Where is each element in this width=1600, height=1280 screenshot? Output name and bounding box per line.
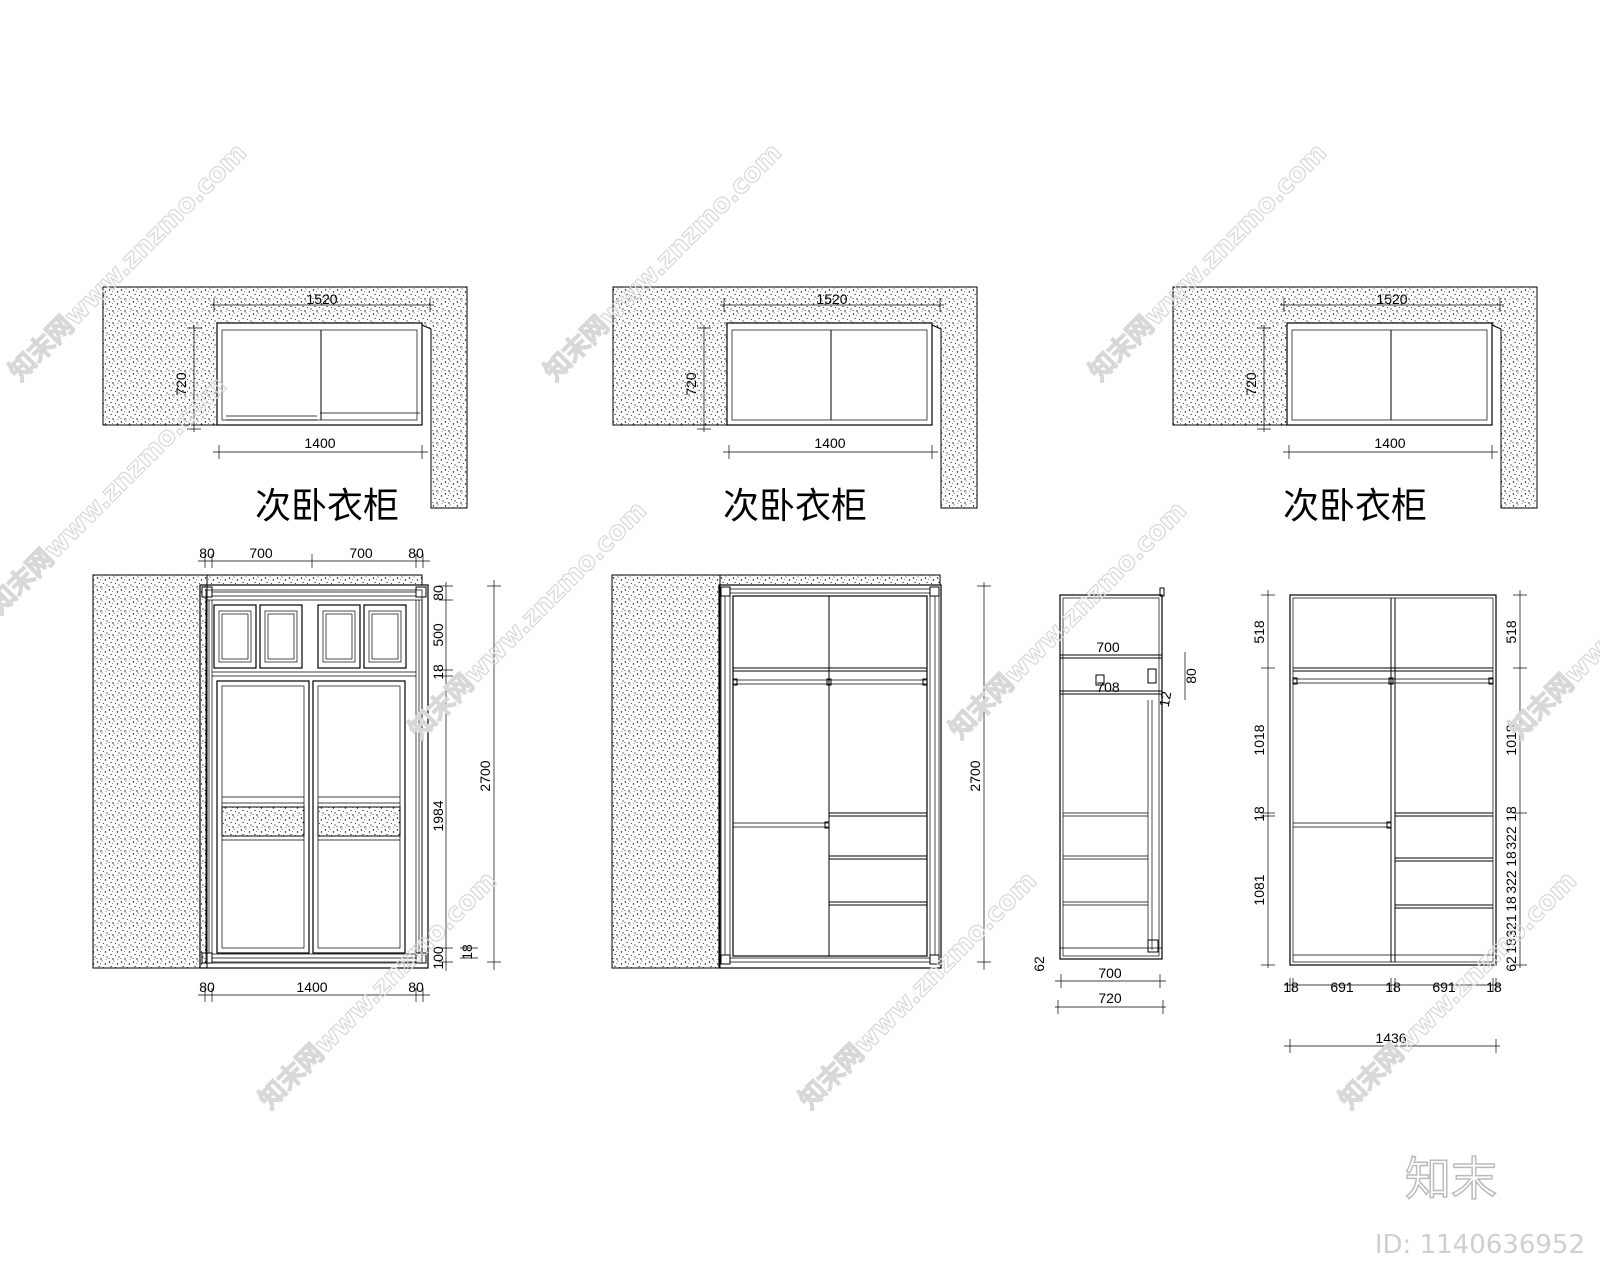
int-bottom-dim-4: 691 <box>1432 979 1456 995</box>
plan1-depth: 720 <box>173 372 189 396</box>
watermark-8: 知末网www.znzmo.com <box>254 866 503 1115</box>
doors-right-dim-5: 100 <box>430 946 446 970</box>
int-bottom-dim-2: 691 <box>1330 979 1354 995</box>
int-left-dim-2: 1018 <box>1251 724 1267 755</box>
doors-right-dim-2: 500 <box>430 623 446 647</box>
doors-top-dim-1: 80 <box>199 545 215 561</box>
plan3-depth: 720 <box>1243 372 1259 396</box>
plan2-depth: 720 <box>683 372 699 396</box>
elevation-interior-dimensioned: 518 1018 18 1081 518 1018 18 322 18 322 … <box>1251 590 1527 1053</box>
brand-logo: 知末 <box>1405 1152 1497 1206</box>
int-right-dim-6: 322 <box>1503 870 1519 894</box>
int-right-dim-2: 1018 <box>1503 724 1519 755</box>
int-right-dim-7: 18 <box>1503 896 1519 912</box>
plan2-width-inner: 1400 <box>814 435 845 451</box>
doors-right-dim-4: 1984 <box>430 800 446 831</box>
section-bottom-outer: 720 <box>1098 990 1122 1006</box>
watermark-6: 知末网www.znzmo.com <box>944 496 1193 745</box>
section-top-height: 80 <box>1183 668 1199 684</box>
section-bottom-inner: 700 <box>1098 965 1122 981</box>
doors-right-dim-6: 18 <box>459 944 475 960</box>
title-1: 次卧衣柜 <box>255 486 399 527</box>
int-overall-width: 1436 <box>1375 1030 1406 1046</box>
int-right-dim-5: 18 <box>1503 851 1519 867</box>
int-right-dim-8: 321 <box>1503 914 1519 938</box>
elevation-doors: 80 700 700 80 80 1400 80 80 500 18 1984 … <box>92 545 501 1002</box>
section-view: 700 708 80 12 62 700 720 <box>1031 587 1199 1014</box>
doors-top-dim-3: 700 <box>349 545 373 561</box>
doors-top-dim-4: 80 <box>408 545 424 561</box>
section-hinge: 12 <box>1156 690 1174 708</box>
doors-right-dim-3: 18 <box>430 664 446 680</box>
int-left-dim-1: 518 <box>1251 620 1267 644</box>
int-left-dim-3: 18 <box>1251 806 1267 822</box>
int-right-dim-10: 62 <box>1503 956 1519 972</box>
int-right-dim-3: 18 <box>1503 806 1519 822</box>
doors-bottom-dim-2: 1400 <box>296 979 327 995</box>
doors-total-height: 2700 <box>477 760 493 791</box>
int-right-dim-9: 18 <box>1503 938 1519 954</box>
int-right-dim-1: 518 <box>1503 620 1519 644</box>
plan-view-1: 1520 720 1400 <box>102 286 468 509</box>
plan3-width-inner: 1400 <box>1374 435 1405 451</box>
plan1-width-outer: 1520 <box>306 291 337 307</box>
doors-bottom-dim-1: 80 <box>199 979 215 995</box>
doors-top-dim-2: 700 <box>249 545 273 561</box>
int-bottom-dim-1: 18 <box>1283 979 1299 995</box>
plan-view-3: 1520 720 1400 <box>1172 286 1538 509</box>
title-3: 次卧衣柜 <box>1283 486 1427 527</box>
int-right-dim-4: 322 <box>1503 826 1519 850</box>
plan-view-2: 1520 720 1400 <box>612 286 978 509</box>
int-left-dim-4: 1081 <box>1251 874 1267 905</box>
brand-id: ID: 1140636952 <box>1375 1230 1585 1260</box>
watermark-10: 知末网www.znzmo.com <box>1334 866 1583 1115</box>
doors-right-dim-1: 80 <box>430 585 446 601</box>
int-bottom-dim-5: 18 <box>1486 979 1502 995</box>
doors-bottom-dim-3: 80 <box>408 979 424 995</box>
int-bottom-dim-3: 18 <box>1385 979 1401 995</box>
section-top-width: 700 <box>1096 639 1120 655</box>
section-base: 62 <box>1031 956 1047 972</box>
watermark-9: 知末网www.znzmo.com <box>794 866 1043 1115</box>
plan3-width-outer: 1520 <box>1376 291 1407 307</box>
section-top-depth: 708 <box>1096 679 1120 695</box>
plan2-width-outer: 1520 <box>816 291 847 307</box>
elevation-interior: 2700 <box>611 574 991 970</box>
title-2: 次卧衣柜 <box>723 486 867 527</box>
plan1-width-inner: 1400 <box>304 435 335 451</box>
interior-total-height: 2700 <box>967 760 983 791</box>
